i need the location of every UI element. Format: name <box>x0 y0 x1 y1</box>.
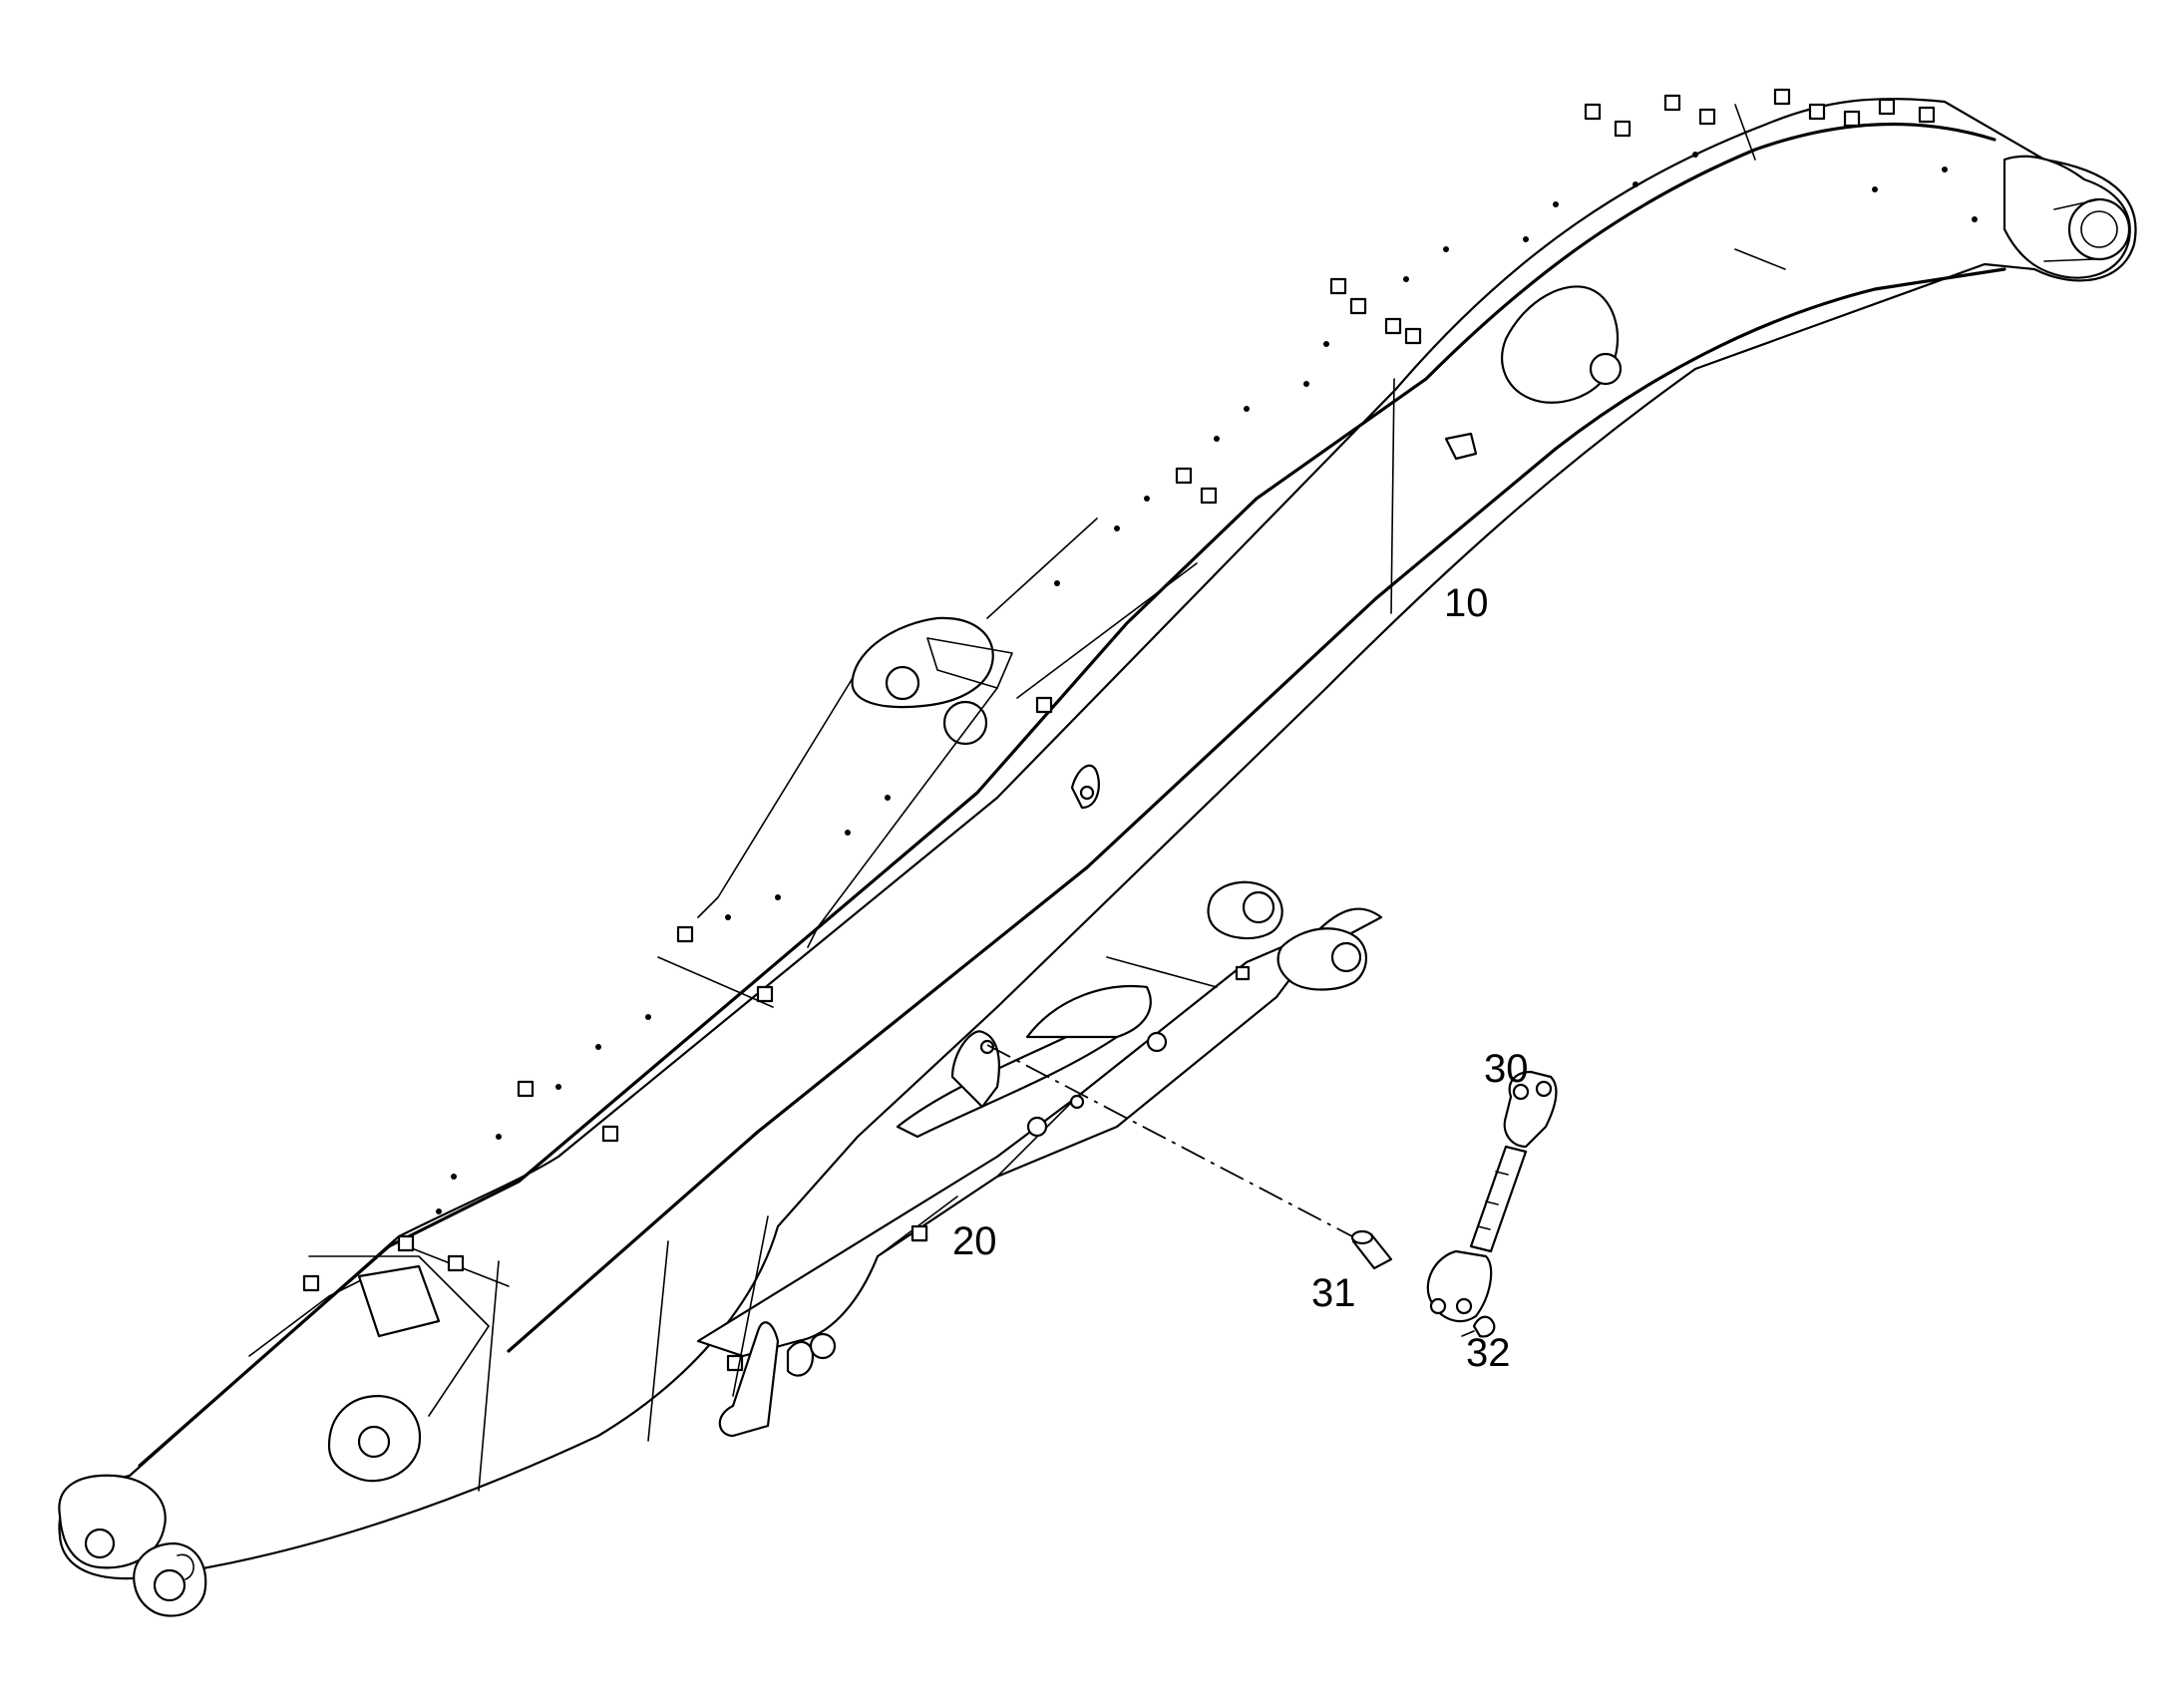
callout-20: 20 <box>952 1219 997 1263</box>
tie-rod-upper-hole-1 <box>1512 1083 1530 1101</box>
boom-foot-pin-hole <box>84 1528 116 1559</box>
boom-top-edge <box>138 122 1997 1468</box>
arm-foot-clip-hole <box>809 1332 837 1360</box>
tie-rod-lower-hole-1 <box>1429 1297 1447 1315</box>
callout-10: 10 <box>1444 581 1489 625</box>
arm-foot-clip <box>786 1340 815 1377</box>
boom-top-plate-seam-1 <box>657 956 774 1008</box>
boom-lifting-lug-hole <box>1589 352 1623 386</box>
boom-cylinder-bracket-web <box>248 1255 490 1417</box>
tie-rod-upper-hole-2 <box>1535 1080 1553 1098</box>
pin-assembly-centerline <box>986 1044 1372 1247</box>
boom-cylinder-mount-block <box>357 1264 441 1338</box>
tie-rod-lower-hole-2 <box>1455 1297 1473 1315</box>
arm-fitting-2 <box>1235 965 1251 981</box>
boom-bottom-edge <box>507 267 2006 1353</box>
callout-32: 32 <box>1466 1331 1511 1375</box>
tie-rod-part <box>1426 1070 1558 1323</box>
arm-side-hole-1 <box>1146 1031 1168 1053</box>
boom-web-divider-3 <box>647 1240 669 1442</box>
boom-foot-clip <box>177 1553 194 1580</box>
arm-foot-bracket <box>718 1321 780 1438</box>
boom-web-divider-2 <box>478 1260 500 1492</box>
boom-web-divider-1 <box>1390 378 1395 614</box>
clip-tail <box>1461 1330 1475 1337</box>
arm-side-window-2 <box>1025 985 1152 1039</box>
tie-rod-body <box>1469 1145 1528 1253</box>
arm-head-upper-hole <box>1242 890 1275 924</box>
boom-bolt-dots <box>436 152 1978 1214</box>
boom-side-bracket <box>1444 432 1478 461</box>
arm-top-seam <box>1106 956 1218 988</box>
arm-lug-hole <box>979 1039 995 1055</box>
boom-side-clip-hole <box>1079 785 1095 801</box>
arm-web-divider <box>732 1215 769 1397</box>
clip-part <box>1461 1315 1496 1338</box>
arm-assembly <box>696 880 1383 1438</box>
pin-part <box>1350 1229 1393 1270</box>
boom-top-plate-seam-3 <box>1734 104 1756 161</box>
arm-cylinder-bracket <box>851 616 994 709</box>
pin-head-end <box>1350 1229 1374 1245</box>
boom-slot <box>1734 248 1786 270</box>
boom-head-pin-hole <box>2067 197 2131 261</box>
clip-body <box>1472 1315 1496 1338</box>
arm-side-hole-2 <box>1026 1116 1048 1138</box>
arm-fitting-1 <box>910 1224 928 1242</box>
arm-head-lower-hole <box>1330 941 1362 973</box>
boom-assembly <box>58 88 2137 1617</box>
callout-31: 31 <box>1311 1271 1356 1315</box>
boom-body-outline <box>58 98 2137 1580</box>
tie-rod-body-line <box>1477 1171 1509 1230</box>
arm-cylinder-bracket-plate <box>697 517 1198 948</box>
boom-head-pin-hole-inner <box>2080 210 2118 248</box>
boom-top-fittings <box>302 88 1936 1372</box>
arm-side-hole-3 <box>1069 1094 1085 1110</box>
callout-30: 30 <box>1484 1047 1529 1091</box>
boom-foot-boss-hole <box>153 1568 186 1602</box>
arm-cylinder-bracket-hole-2 <box>942 700 988 746</box>
arm-cylinder-bracket-hole-1 <box>885 665 920 701</box>
boom-head-boss <box>2043 198 2100 262</box>
boom-cylinder-bracket-hole <box>357 1425 391 1459</box>
